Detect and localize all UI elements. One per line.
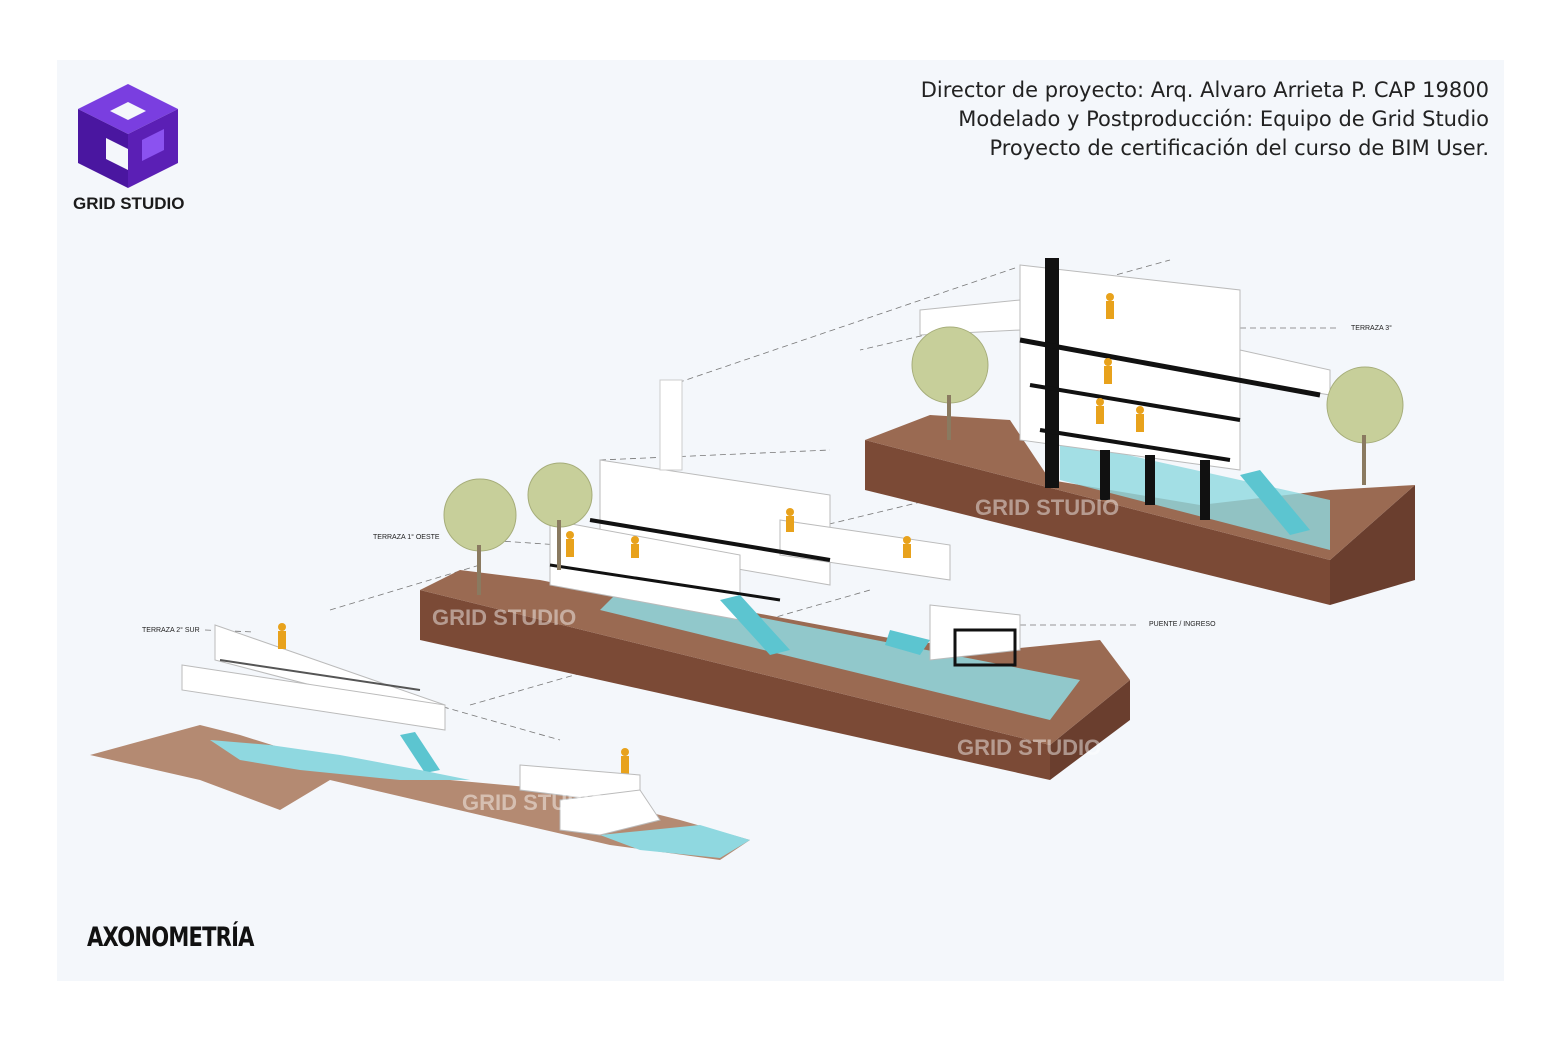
middle-block [420,379,1130,780]
credit-director: Director de proyecto: Arq. Alvaro Arriet… [920,78,1489,102]
watermark: GRID STUDIO [975,495,1120,520]
watermark: GRID STUDIO [432,605,577,630]
watermark: GRID STUDIO [957,735,1102,760]
upper-block [865,258,1415,605]
grid-studio-logo-icon [78,84,178,188]
watermark: GRID STUDIO [462,790,607,815]
trees [443,326,1404,595]
drawing-title: AXONOMETRÍA [87,922,254,953]
credit-project: Proyecto de certificación del curso de B… [989,136,1489,160]
label-terraza-2-sur: TERRAZA 2° SUR [142,627,200,634]
credit-modeling: Modelado y Postproducción: Equipo de Gri… [958,107,1489,131]
label-terraza-1-oeste: TERRAZA 1° OESTE [373,534,440,541]
credits-block: Director de proyecto: Arq. Alvaro Arriet… [921,76,1489,163]
brand-name: GRID STUDIO [73,194,185,213]
lower-block [90,623,750,860]
label-terraza-3: TERRAZA 3° [1351,325,1392,332]
label-puente-ingreso: PUENTE / INGRESO [1149,621,1216,628]
